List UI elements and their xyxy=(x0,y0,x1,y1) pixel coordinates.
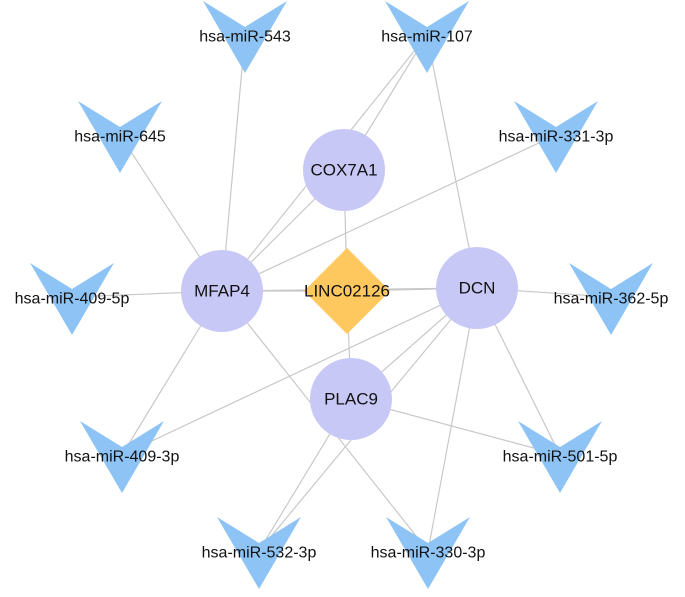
gene-label: PLAC9 xyxy=(324,390,378,409)
mirna-node-hsa-mir-409-3p[interactable]: hsa-miR-409-3p xyxy=(65,421,180,493)
mirna-chevron-shape xyxy=(385,1,469,73)
mirna-node-hsa-mir-331-3p[interactable]: hsa-miR-331-3p xyxy=(499,101,614,173)
gene-circle-shape xyxy=(310,358,392,440)
gene-node-cox7a1[interactable]: COX7A1 xyxy=(303,129,385,211)
edge-dcn-to-hsa-mir-330-3p xyxy=(427,287,478,552)
gene-node-plac9[interactable]: PLAC9 xyxy=(310,358,392,440)
gene-circle-shape xyxy=(436,247,518,329)
mirna-label: hsa-miR-409-5p xyxy=(15,291,130,308)
gene-node-mfap4[interactable]: MFAP4 xyxy=(181,250,263,332)
mirna-node-hsa-mir-543[interactable]: hsa-miR-543 xyxy=(199,1,291,73)
mirna-chevron-shape xyxy=(518,421,602,493)
mirna-label: hsa-miR-362-5p xyxy=(554,291,669,308)
mirna-node-hsa-mir-532-3p[interactable]: hsa-miR-532-3p xyxy=(202,517,317,589)
mirna-label: hsa-miR-501-5p xyxy=(503,449,618,466)
gene-label: MFAP4 xyxy=(194,282,250,301)
mirna-chevron-shape xyxy=(386,517,470,589)
mirna-chevron-shape xyxy=(80,421,164,493)
gene-label: DCN xyxy=(459,279,496,298)
edge-mfap4-to-hsa-mir-543 xyxy=(221,34,246,292)
mirna-chevron-shape xyxy=(78,101,162,173)
mirna-label: hsa-miR-330-3p xyxy=(371,545,486,562)
mirna-label: hsa-miR-107 xyxy=(381,29,473,46)
mirna-chevron-shape xyxy=(203,1,287,73)
edge-dcn-to-hsa-mir-409-3p xyxy=(121,287,478,456)
lncrna-node-linc02126[interactable]: LINC02126 xyxy=(304,248,390,334)
edge-mfap4-to-hsa-mir-331-3p xyxy=(221,134,557,292)
edge-dcn-to-hsa-mir-107 xyxy=(426,34,478,289)
mirna-chevron-shape xyxy=(514,101,598,173)
mirna-node-hsa-mir-330-3p[interactable]: hsa-miR-330-3p xyxy=(371,517,486,589)
mirna-node-hsa-mir-362-5p[interactable]: hsa-miR-362-5p xyxy=(554,263,669,335)
lncrna-label: LINC02126 xyxy=(304,282,390,301)
lncrna-diamond-shape xyxy=(304,248,390,334)
gene-circle-shape xyxy=(303,129,385,211)
mirna-node-hsa-mir-645[interactable]: hsa-miR-645 xyxy=(74,101,166,173)
mirna-node-hsa-mir-409-5p[interactable]: hsa-miR-409-5p xyxy=(15,263,130,335)
node-layer: hsa-miR-543 hsa-miR-107 hsa-miR-645 hsa-miR… xyxy=(15,1,669,589)
gene-node-dcn[interactable]: DCN xyxy=(436,247,518,329)
mirna-node-hsa-mir-107[interactable]: hsa-miR-107 xyxy=(381,1,473,73)
mirna-label: hsa-miR-331-3p xyxy=(499,129,614,146)
mirna-chevron-shape xyxy=(30,263,114,335)
mirna-chevron-shape xyxy=(217,517,301,589)
mirna-label: hsa-miR-543 xyxy=(199,29,291,46)
mirna-label: hsa-miR-645 xyxy=(74,129,166,146)
mirna-label: hsa-miR-409-3p xyxy=(65,449,180,466)
gene-circle-shape xyxy=(181,250,263,332)
mirna-node-hsa-mir-501-5p[interactable]: hsa-miR-501-5p xyxy=(503,421,618,493)
mirna-chevron-shape xyxy=(569,263,653,335)
gene-label: COX7A1 xyxy=(310,161,377,180)
mirna-label: hsa-miR-532-3p xyxy=(202,545,317,562)
